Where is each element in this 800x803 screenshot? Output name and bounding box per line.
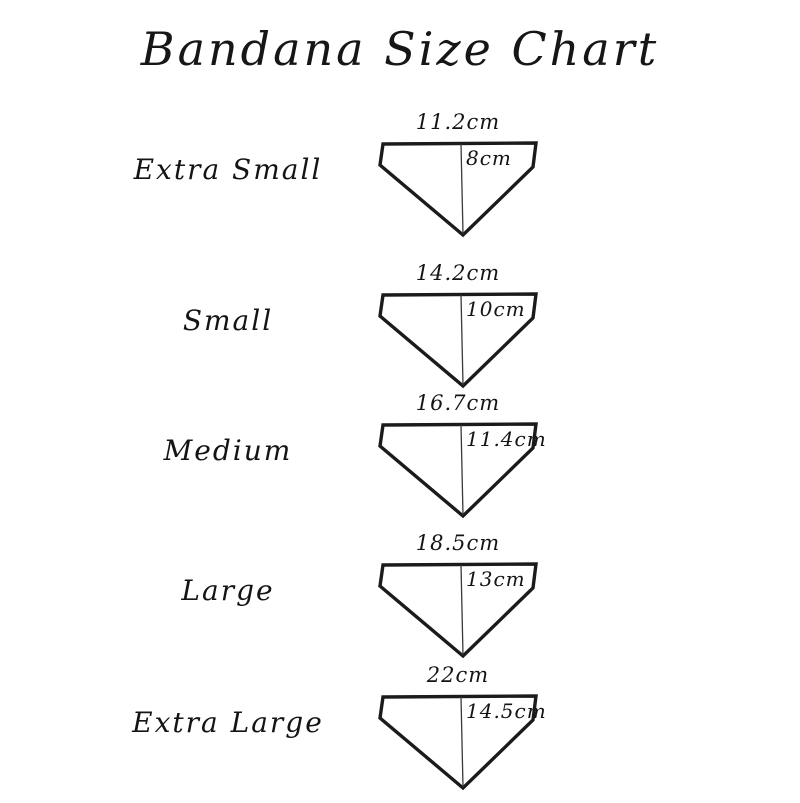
bandana-shape-icon (378, 694, 538, 791)
size-name-label: Small (182, 304, 274, 337)
fold-line (460, 564, 464, 656)
bandana-outline (378, 141, 538, 238)
height-measurement-label: 10cm (466, 297, 526, 321)
bandana-shape-icon (378, 141, 538, 238)
width-measurement-label: 18.5cm (415, 531, 501, 555)
height-measurement-label: 11.4cm (466, 427, 547, 451)
page-title: Bandana Size Chart (140, 22, 660, 76)
bandana-shape-icon (378, 292, 538, 389)
size-row-medium: Medium 16.7cm 11.4cm (0, 391, 800, 531)
bandana-shape-icon (378, 562, 538, 659)
width-measurement-label: 22cm (426, 663, 490, 687)
size-name-label: Extra Small (133, 153, 323, 186)
fold-line (460, 696, 464, 788)
fold-line (460, 424, 464, 516)
height-measurement-label: 13cm (466, 567, 526, 591)
bandana-shape-icon (378, 422, 538, 519)
size-name-label: Large (181, 574, 275, 607)
size-row-extra-small: Extra Small 11.2cm 8cm (0, 110, 800, 250)
width-measurement-label: 11.2cm (415, 110, 501, 134)
bandana-outline (378, 562, 538, 659)
height-measurement-label: 14.5cm (466, 699, 547, 723)
width-measurement-label: 14.2cm (415, 261, 501, 285)
fold-line (460, 294, 464, 386)
size-row-small: Small 14.2cm 10cm (0, 261, 800, 401)
bandana-outline (378, 694, 538, 791)
bandana-outline (378, 292, 538, 389)
size-name-label: Medium (163, 434, 293, 467)
size-row-large: Large 18.5cm 13cm (0, 531, 800, 671)
bandana-outline (378, 422, 538, 519)
height-measurement-label: 8cm (466, 146, 512, 170)
fold-line (460, 143, 464, 235)
size-name-label: Extra Large (132, 706, 324, 739)
size-row-extra-large: Extra Large 22cm 14.5cm (0, 663, 800, 803)
width-measurement-label: 16.7cm (415, 391, 501, 415)
